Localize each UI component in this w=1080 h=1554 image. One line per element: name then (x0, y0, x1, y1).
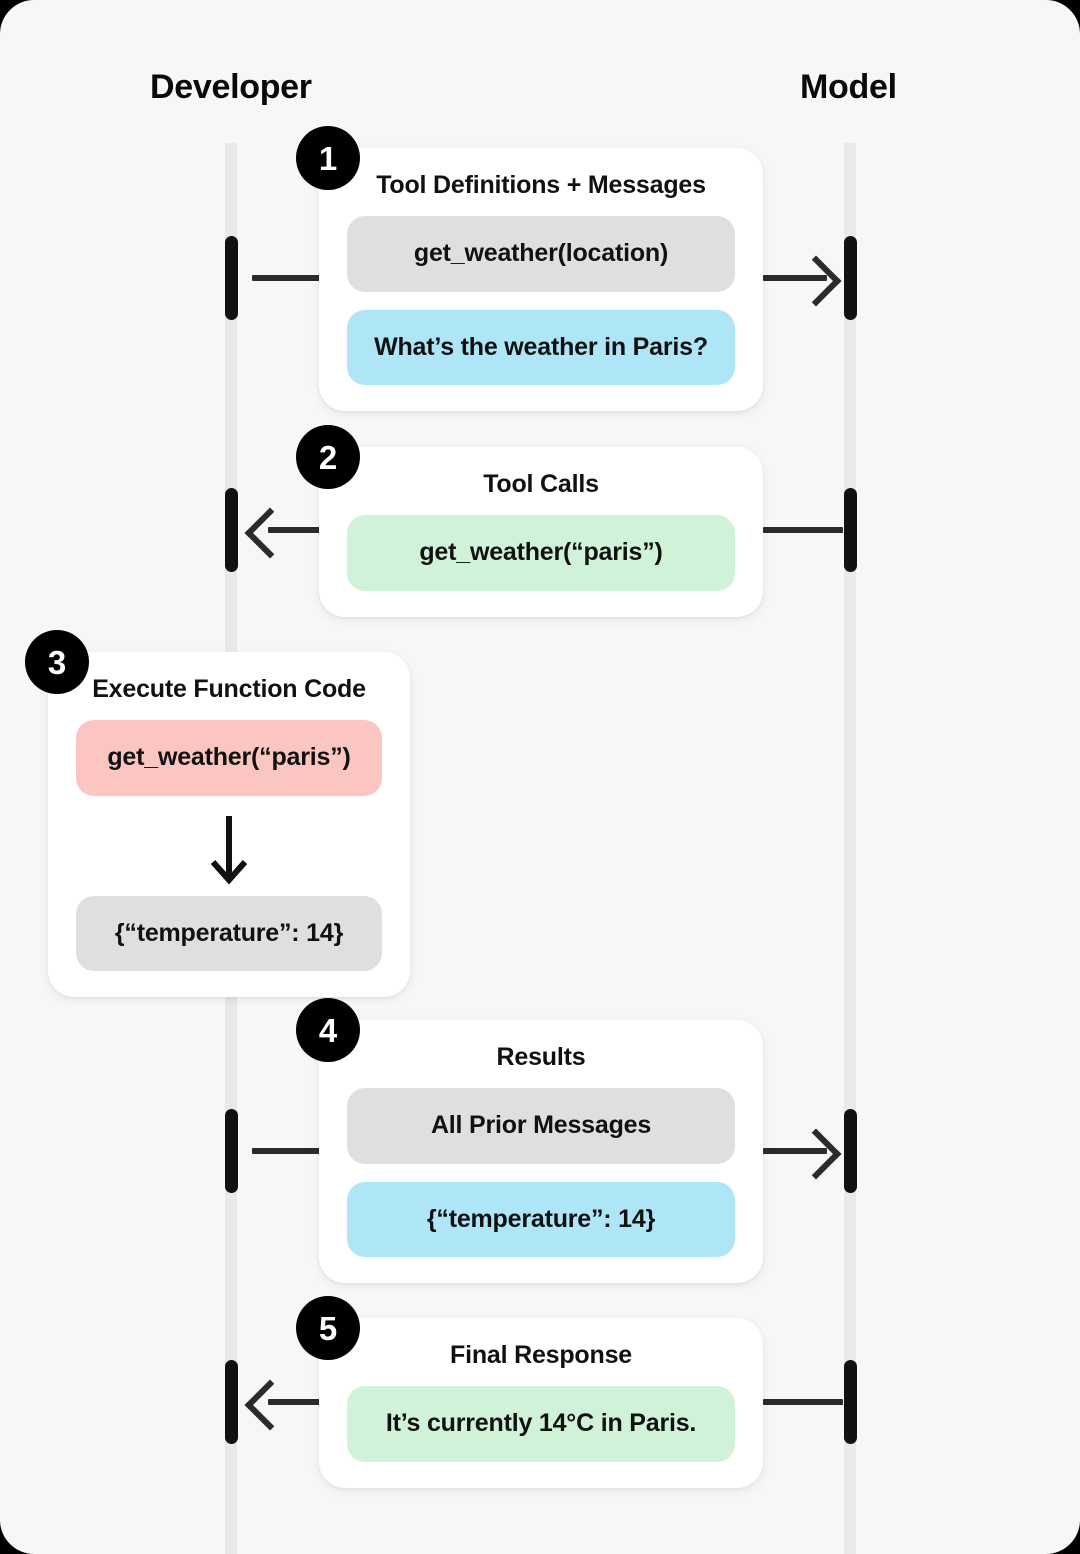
connector-line-step-5-right (763, 1399, 843, 1405)
step-2-title: Tool Calls (483, 470, 599, 498)
step-card-4[interactable]: Results All Prior Messages {“temperature… (319, 1020, 763, 1283)
connector-line-step-1-left (252, 275, 330, 281)
connector-line-step-4-left (252, 1148, 330, 1154)
step-3-chip-function-result: {“temperature”: 14} (76, 895, 382, 971)
lifeline-tick-dev-5 (225, 1360, 238, 1444)
arrowhead-left-step-2 (244, 507, 296, 559)
step-1-title: Tool Definitions + Messages (376, 171, 706, 199)
step-1-chip-tool-definition: get_weather(location) (347, 216, 735, 292)
model-lifeline (844, 143, 856, 1554)
lifeline-tick-model-4 (844, 1109, 857, 1193)
step-card-2[interactable]: Tool Calls get_weather(“paris”) (319, 447, 763, 617)
lifeline-tick-model-1 (844, 236, 857, 320)
developer-lane-label: Developer (150, 68, 312, 106)
lifeline-tick-dev-2 (225, 488, 238, 572)
step-1-chip-user-message: What’s the weather in Paris? (347, 309, 735, 385)
down-arrow-icon (76, 814, 382, 886)
step-3-title: Execute Function Code (92, 675, 366, 703)
lifeline-tick-dev-1 (225, 236, 238, 320)
step-4-chip-tool-result: {“temperature”: 14} (347, 1181, 735, 1257)
connector-line-step-2-right (763, 527, 843, 533)
step-badge-1: 1 (296, 126, 360, 190)
step-5-chip-final-answer: It’s currently 14°C in Paris. (347, 1386, 735, 1462)
lifeline-tick-dev-4 (225, 1109, 238, 1193)
arrowhead-left-step-5 (244, 1379, 296, 1431)
step-2-chip-tool-call: get_weather(“paris”) (347, 515, 735, 591)
step-badge-3: 3 (25, 630, 89, 694)
connector-line-step-1-right (763, 275, 827, 281)
step-card-3[interactable]: Execute Function Code get_weather(“paris… (48, 652, 410, 997)
step-badge-2: 2 (296, 425, 360, 489)
step-5-title: Final Response (450, 1341, 632, 1369)
lifeline-tick-model-2 (844, 488, 857, 572)
model-lane-label: Model (800, 68, 897, 106)
step-4-title: Results (496, 1043, 586, 1071)
connector-line-step-5-left (268, 1399, 330, 1405)
step-badge-5: 5 (296, 1296, 360, 1360)
arrowhead-right-step-1 (790, 255, 842, 307)
arrowhead-right-step-4 (790, 1128, 842, 1180)
step-card-5[interactable]: Final Response It’s currently 14°C in Pa… (319, 1318, 763, 1488)
connector-line-step-2-left (268, 527, 330, 533)
step-4-chip-prior-messages: All Prior Messages (347, 1088, 735, 1164)
lifeline-tick-model-5 (844, 1360, 857, 1444)
connector-line-step-4-right (763, 1148, 827, 1154)
step-card-1[interactable]: Tool Definitions + Messages get_weather(… (319, 148, 763, 411)
step-3-chip-function-call: get_weather(“paris”) (76, 720, 382, 796)
step-badge-4: 4 (296, 998, 360, 1062)
